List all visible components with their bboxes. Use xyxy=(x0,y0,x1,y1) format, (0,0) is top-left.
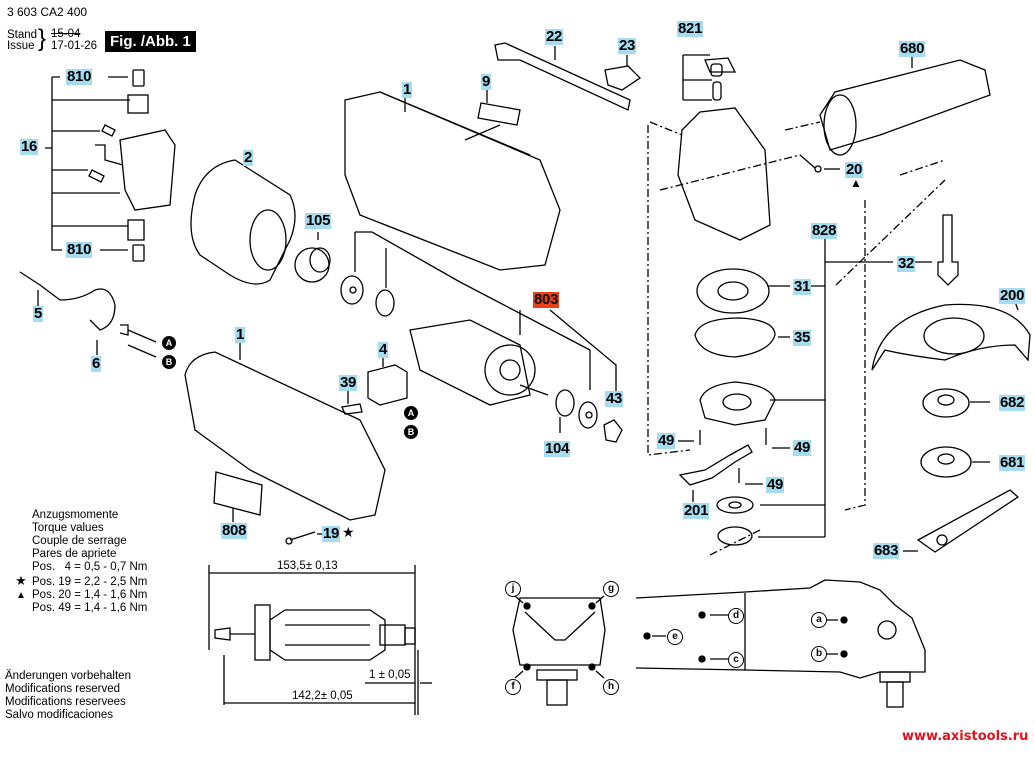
torque-title-de: Anzugsmomente xyxy=(32,509,119,521)
triangle-marker-20: ▲ xyxy=(850,176,862,190)
part-label-821[interactable]: 821 xyxy=(677,20,704,37)
connector-a-switch: A xyxy=(404,406,418,420)
star-marker-19: ★ xyxy=(342,524,355,540)
part-label-828[interactable]: 828 xyxy=(811,222,838,239)
side-view-outline xyxy=(635,579,926,679)
side-handle-shape xyxy=(819,59,991,151)
gear-housing-shape xyxy=(677,107,771,241)
modifications-disclaimer: Änderungen vorbehalten Modifications res… xyxy=(5,670,131,722)
part-label-681[interactable]: 681 xyxy=(999,454,1026,471)
part-label-49-left[interactable]: 49 xyxy=(657,432,676,449)
connector-b-left: B xyxy=(162,355,176,369)
part-label-2[interactable]: 2 xyxy=(243,149,254,166)
star-icon: ★ xyxy=(15,573,27,588)
torque-row: ▲ Pos. 20 = 1,4 - 1,6 Nm xyxy=(10,589,147,602)
stand-label: Stand xyxy=(7,29,38,41)
dimension-offset: 1 ± 0,05 xyxy=(369,669,411,681)
part-label-31[interactable]: 31 xyxy=(793,278,812,295)
part-label-19[interactable]: 19 xyxy=(322,525,341,542)
part-label-810-top[interactable]: 810 xyxy=(66,68,93,85)
part-label-23[interactable]: 23 xyxy=(618,37,637,54)
part-label-49-lower[interactable]: 49 xyxy=(766,476,785,493)
torque-value: Pos. 19 = 2,2 - 2,5 Nm xyxy=(32,576,148,588)
stator-shape xyxy=(190,159,296,285)
part-label-803[interactable]: 803 xyxy=(533,291,560,308)
torque-title-es: Pares de apriete xyxy=(32,548,117,560)
part-label-9[interactable]: 9 xyxy=(481,73,492,90)
part-label-16[interactable]: 16 xyxy=(20,138,39,155)
screw-point-j: j xyxy=(505,581,521,597)
part-label-49-right[interactable]: 49 xyxy=(793,439,812,456)
screw-point-e: e xyxy=(667,629,683,645)
issue-date: 17-01-26 xyxy=(51,40,98,52)
torque-title-fr: Couple de serrage xyxy=(32,535,127,547)
old-date: 15-04 xyxy=(51,28,81,40)
screw-point-a: a xyxy=(811,612,827,628)
disclaimer-de: Änderungen vorbehalten xyxy=(5,670,131,682)
disclaimer-fr: Modifications reservees xyxy=(5,696,126,708)
part-label-104[interactable]: 104 xyxy=(544,440,571,457)
part-label-683[interactable]: 683 xyxy=(873,542,900,559)
website-link[interactable]: www.axistools.ru xyxy=(902,729,1029,744)
part-label-1-bottom[interactable]: 1 xyxy=(235,326,246,343)
part-label-200[interactable]: 200 xyxy=(999,287,1026,304)
guard-shape xyxy=(871,303,1031,371)
screw-point-f: f xyxy=(505,679,521,695)
part-label-20[interactable]: 20 xyxy=(845,161,864,178)
triangle-icon: ▲ xyxy=(16,590,26,601)
screw-point-d: d xyxy=(728,608,744,624)
figure-badge: Fig. /Abb. 1 xyxy=(105,31,196,52)
torque-value: Pos. 49 = 1,4 - 1,6 Nm xyxy=(32,602,148,614)
disclaimer-es: Salvo modificaciones xyxy=(5,709,114,721)
part-label-810-bottom[interactable]: 810 xyxy=(66,241,93,258)
part-label-680[interactable]: 680 xyxy=(899,40,926,57)
housing-lower-shape xyxy=(184,351,386,521)
part-label-39[interactable]: 39 xyxy=(339,374,358,391)
screw-point-b: b xyxy=(811,646,827,662)
part-label-808[interactable]: 808 xyxy=(221,522,248,539)
part-label-32[interactable]: 32 xyxy=(897,255,916,272)
document-number: 3 603 CA2 400 xyxy=(7,5,88,19)
torque-values-block: Anzugsmomente Torque values Couple de se… xyxy=(10,509,147,615)
part-label-6[interactable]: 6 xyxy=(91,355,102,372)
part-label-22[interactable]: 22 xyxy=(545,28,564,45)
torque-row: ★ Pos. 19 = 2,2 - 2,5 Nm xyxy=(10,574,147,589)
torque-row: Pos. 49 = 1,4 - 1,6 Nm xyxy=(10,602,147,615)
screw-point-h: h xyxy=(603,679,619,695)
issue-label: Issue xyxy=(7,40,35,52)
torque-value: Pos. 20 = 1,4 - 1,6 Nm xyxy=(32,589,148,601)
part-label-5[interactable]: 5 xyxy=(33,305,44,322)
screw-point-c: c xyxy=(728,652,744,668)
torque-value: Pos. 4 = 0,5 - 0,7 Nm xyxy=(32,561,148,573)
dimension-inner: 142,2± 0,05 xyxy=(292,690,353,702)
part-label-43[interactable]: 43 xyxy=(605,390,624,407)
torque-title-en: Torque values xyxy=(32,522,104,534)
disclaimer-en: Modifications reserved xyxy=(5,683,121,695)
part-label-1-top[interactable]: 1 xyxy=(402,81,413,98)
leader-16-bracket xyxy=(45,76,130,251)
dimension-overall: 153,5± 0,13 xyxy=(277,560,338,572)
torque-row: Pos. 4 = 0,5 - 0,7 Nm xyxy=(10,561,147,574)
housing-upper-shape xyxy=(344,91,561,271)
screw-point-g: g xyxy=(603,581,619,597)
armature-shape xyxy=(409,319,531,406)
part-label-4[interactable]: 4 xyxy=(378,341,389,358)
part-label-105[interactable]: 105 xyxy=(305,212,332,229)
part-label-35[interactable]: 35 xyxy=(793,329,812,346)
part-label-682[interactable]: 682 xyxy=(999,394,1026,411)
brace: } xyxy=(38,25,47,52)
part-label-201[interactable]: 201 xyxy=(683,502,710,519)
connector-a-left: A xyxy=(162,336,176,350)
connector-b-switch: B xyxy=(404,425,418,439)
